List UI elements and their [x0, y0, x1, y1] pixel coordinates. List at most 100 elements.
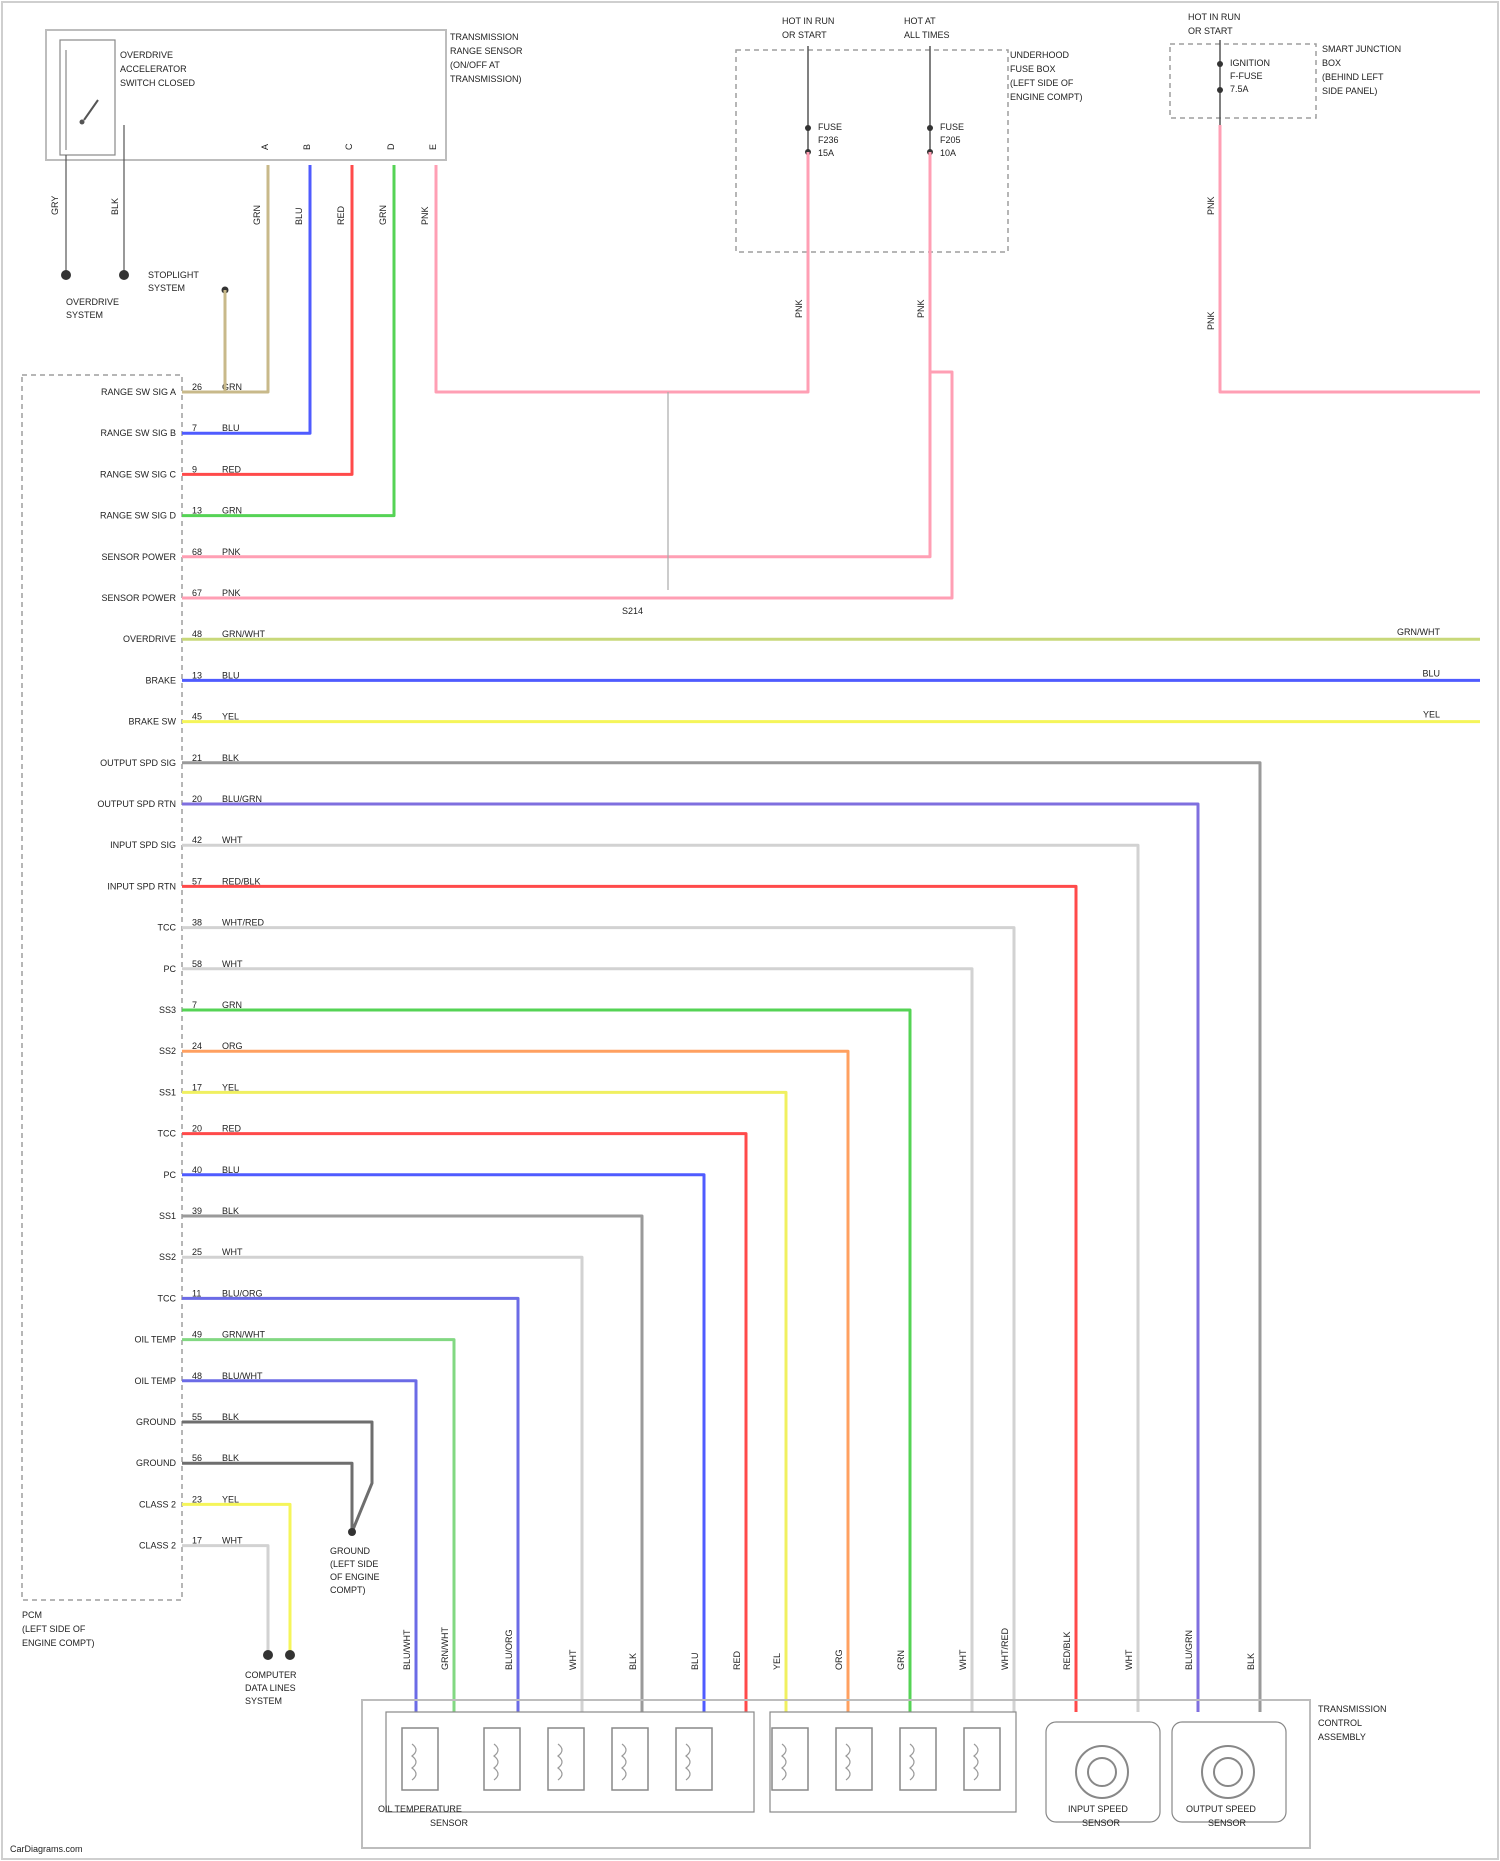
pcm-pin-label: SS1 [159, 1087, 176, 1097]
input-speed-sensor: INPUT SPEED SENSOR [1046, 1722, 1160, 1828]
wire-layer: GRN/WHTBLUYELBLU/WHTGRN/WHTBLU/ORGWHTBLK… [182, 125, 1480, 1712]
overdrive-switch-label-1: OVERDRIVE [120, 50, 173, 60]
pcm-pin-label: SENSOR POWER [101, 552, 176, 562]
right-wire-label: GRN/WHT [1397, 627, 1440, 637]
transmission-wire [182, 928, 1014, 1712]
right-wire-label: BLU [1422, 668, 1440, 678]
fuse-a-label-1: FUSE [818, 122, 842, 132]
solenoid [548, 1728, 584, 1790]
bottom-wire-label: BLU/ORG [504, 1629, 514, 1670]
fuse-b-label-1: FUSE [940, 122, 964, 132]
data-line-wire [182, 1546, 268, 1655]
solenoid-group [402, 1728, 1000, 1790]
bottom-wire-label: ORG [834, 1649, 844, 1670]
pcm-pin-label: CLASS 2 [139, 1541, 176, 1551]
transmission-wire [182, 1092, 786, 1712]
range-sensor-label-2: RANGE SENSOR [450, 46, 523, 56]
pcm-label-1: PCM [22, 1610, 42, 1620]
relay-hdr-2: OR START [1188, 26, 1233, 36]
pcm-pin-label: SS3 [159, 1005, 176, 1015]
pcm-pin-label: PC [163, 1170, 176, 1180]
pcm-pin-label: SS2 [159, 1252, 176, 1262]
pcm-pin-label: RANGE SW SIG B [100, 428, 176, 438]
solenoid-coil [846, 1744, 850, 1780]
fuse-a-label-3: 15A [818, 148, 834, 158]
od-wire-left: GRY [50, 196, 60, 215]
relay-wire-label-b: PNK [1206, 311, 1216, 330]
svg-text:E: E [428, 144, 438, 150]
relay-output-wire [1220, 125, 1480, 392]
bottom-wire-label: GRN [896, 1650, 906, 1670]
bottom-wire-label: RED/BLK [1062, 1631, 1072, 1670]
fuse-box-outline [736, 50, 1008, 252]
fuse-left-hdr-2: OR START [782, 30, 827, 40]
solenoid [612, 1728, 648, 1790]
input-speed-sensor-label-1: INPUT SPEED [1068, 1804, 1128, 1814]
fuse-right-hdr-2: ALL TIMES [904, 30, 950, 40]
bottom-wire-label: BLU/GRN [1184, 1630, 1194, 1670]
relay-wire-label: PNK [1206, 196, 1216, 215]
pcm-pin-label: BRAKE [145, 675, 176, 685]
solenoid-coil [974, 1744, 978, 1780]
data-line-wire [182, 1504, 290, 1655]
output-speed-sensor-label-2: SENSOR [1208, 1818, 1247, 1828]
pcm-label-2: (LEFT SIDE OF [22, 1624, 86, 1634]
data-lines-label-2: DATA LINES [245, 1683, 296, 1693]
bottom-wire-label: WHT/RED [1000, 1628, 1010, 1670]
junction-box-block: HOT IN RUN OR START IGNITION F-FUSE 7.5A… [1170, 12, 1401, 330]
sensor-power-wire-2 [182, 372, 952, 598]
footer-credit: CarDiagrams.com [10, 1844, 83, 1854]
pcm-pin-label: CLASS 2 [139, 1499, 176, 1509]
relay-fuse-2: F-FUSE [1230, 71, 1263, 81]
fuse-right-hdr-1: HOT AT [904, 16, 936, 26]
data-lines-label-3: SYSTEM [245, 1696, 282, 1706]
ground-label-1: GROUND [330, 1546, 370, 1556]
pcm-pin-label: PC [163, 964, 176, 974]
svg-text:A: A [260, 144, 270, 150]
fuse-a-label-2: F236 [818, 135, 839, 145]
solenoid-coil [412, 1744, 416, 1780]
ground-label-4: COMPT) [330, 1585, 366, 1595]
fuse-b-label-3: 10A [940, 148, 956, 158]
range-wire-c: RED [336, 205, 346, 225]
fuse-box-label-1: UNDERHOOD [1010, 50, 1070, 60]
range-sensor-box [46, 30, 446, 160]
pcm-pin-label: RANGE SW SIG C [100, 469, 177, 479]
solenoid-coil [782, 1744, 786, 1780]
splice-label: S214 [622, 606, 643, 616]
svg-text:D: D [386, 143, 396, 150]
ground-wire [182, 1463, 352, 1532]
overdrive-switch-label-2: ACCELERATOR [120, 64, 187, 74]
relay-hdr-1: HOT IN RUN [1188, 12, 1240, 22]
solenoid-coil [558, 1744, 562, 1780]
range-wire-e: PNK [420, 206, 430, 225]
pcm-pin-label: OUTPUT SPD SIG [100, 758, 176, 768]
bottom-wire-label: RED [732, 1650, 742, 1670]
overdrive-switch-contact [84, 100, 98, 120]
solenoid [964, 1728, 1000, 1790]
overdrive-system-label-1: OVERDRIVE [66, 297, 119, 307]
range-sensor-wire [182, 165, 394, 516]
output-speed-sensor: OUTPUT SPEED SENSOR [1172, 1722, 1286, 1828]
solenoid-coil [910, 1744, 914, 1780]
stoplight-system-label-1: STOPLIGHT [148, 270, 199, 280]
fuse-box-block: HOT IN RUN OR START HOT AT ALL TIMES UND… [736, 16, 1083, 318]
pcm-pin-label: TCC [158, 923, 177, 933]
ground-wire [182, 1422, 372, 1532]
pcm-pin-label: RANGE SW SIG D [100, 511, 177, 521]
transmission-wire [182, 1340, 454, 1712]
relay-box-3: (BEHIND LEFT [1322, 72, 1384, 82]
range-e-power-wire [436, 152, 808, 392]
trans-assembly-label-2: CONTROL [1318, 1718, 1362, 1728]
bottom-wire-label: WHT [958, 1649, 968, 1670]
range-wire-b: BLU [294, 207, 304, 225]
solenoid [772, 1728, 808, 1790]
pcm-pin-label: GROUND [136, 1458, 176, 1468]
pcm-pin-label: SS2 [159, 1046, 176, 1056]
bottom-wire-label: BLK [1246, 1653, 1256, 1670]
bottom-wire-label: YEL [772, 1653, 782, 1670]
pcm-pin-label: GROUND [136, 1417, 176, 1427]
relay-fuse-3: 7.5A [1230, 84, 1249, 94]
